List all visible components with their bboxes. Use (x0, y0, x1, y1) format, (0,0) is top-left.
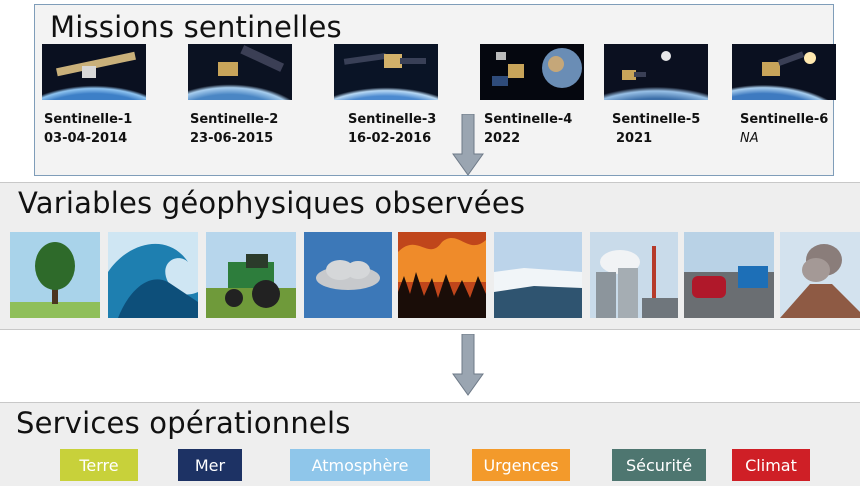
down-arrow-icon (452, 114, 484, 176)
sentinel-1-name: Sentinelle-1 (44, 112, 133, 127)
tree-image (10, 232, 100, 318)
sentinel-3-name: Sentinelle-3 (348, 112, 437, 127)
service-urgences: Urgences (472, 449, 570, 481)
sentinel-1-date: 03-04-2014 (44, 131, 128, 146)
sentinel-4-date: 2022 (484, 131, 521, 146)
ice-shelf-image (494, 232, 582, 318)
volcano-image (780, 232, 860, 318)
missions-title: Missions sentinelles (50, 10, 342, 44)
sentinel-5-name: Sentinelle-5 (612, 112, 701, 127)
sentinel-5-satellite-image (604, 44, 708, 100)
sentinel-2-satellite-image (188, 44, 292, 100)
tractor-image (206, 232, 296, 318)
traffic-image (684, 232, 774, 318)
forest-fire-image (398, 232, 486, 318)
sentinel-3-satellite-image (334, 44, 438, 100)
cloud-image (304, 232, 392, 318)
service-mer: Mer (178, 449, 242, 481)
power-plant-image (590, 232, 678, 318)
wave-image (108, 232, 198, 318)
sentinel-6-date: NA (740, 131, 759, 146)
service-securite: Sécurité (612, 449, 706, 481)
sentinel-3-date: 16-02-2016 (348, 131, 432, 146)
services-panel (0, 402, 860, 486)
sentinel-2-name: Sentinelle-2 (190, 112, 279, 127)
sentinel-5-date: 2021 (616, 131, 653, 146)
sentinel-6-name: Sentinelle-6 (740, 112, 829, 127)
service-terre: Terre (60, 449, 138, 481)
sentinel-1-satellite-image (42, 44, 146, 100)
services-title: Services opérationnels (16, 406, 351, 440)
sentinel-4-satellite-image (480, 44, 584, 100)
service-climat: Climat (732, 449, 810, 481)
sentinel-2-date: 23-06-2015 (190, 131, 274, 146)
down-arrow-icon (452, 334, 484, 396)
sentinel-4-name: Sentinelle-4 (484, 112, 573, 127)
service-atmosphere: Atmosphère (290, 449, 430, 481)
variables-title: Variables géophysiques observées (18, 186, 526, 220)
sentinel-6-satellite-image (732, 44, 836, 100)
